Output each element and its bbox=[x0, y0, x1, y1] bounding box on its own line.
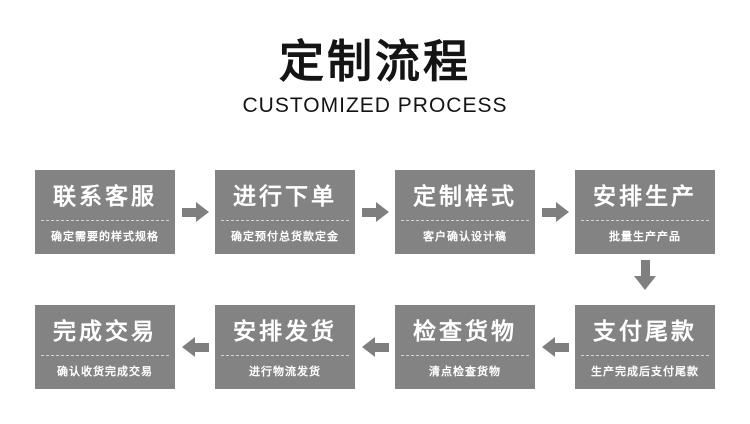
page-title: 定制流程 bbox=[278, 36, 471, 87]
connector-gap bbox=[355, 202, 395, 222]
arrow-right-icon bbox=[541, 202, 569, 222]
step-desc: 确认收货完成交易 bbox=[57, 365, 153, 378]
arrow-right-icon bbox=[181, 202, 209, 222]
step-box-complete-transaction: 完成交易 确认收货完成交易 bbox=[35, 305, 175, 389]
step-desc: 清点检查货物 bbox=[429, 365, 501, 378]
step-desc: 批量生产产品 bbox=[609, 230, 681, 243]
step-title: 进行下单 bbox=[233, 183, 337, 209]
connector-gap bbox=[535, 202, 575, 222]
step-title: 安排发货 bbox=[233, 318, 337, 344]
step-desc: 进行物流发货 bbox=[249, 365, 321, 378]
step-desc: 确定需要的样式规格 bbox=[51, 230, 159, 243]
step-box-arrange-production: 安排生产 批量生产产品 bbox=[575, 170, 715, 254]
dashed-divider bbox=[221, 354, 349, 356]
flow-row-bottom: 完成交易 确认收货完成交易 安排发货 进行物流发货 检查货物 清点检查货物 支付… bbox=[35, 305, 715, 389]
arrow-left-icon bbox=[361, 337, 389, 357]
connector-gap bbox=[355, 337, 395, 357]
step-title: 检查货物 bbox=[413, 318, 517, 344]
dashed-divider bbox=[401, 219, 529, 221]
step-box-arrange-shipment: 安排发货 进行物流发货 bbox=[215, 305, 355, 389]
step-box-contact-service: 联系客服 确定需要的样式规格 bbox=[35, 170, 175, 254]
dashed-divider bbox=[581, 354, 709, 356]
step-desc: 生产完成后支付尾款 bbox=[591, 365, 699, 378]
step-title: 定制样式 bbox=[413, 183, 517, 209]
diagram-header: 定制流程 CUSTOMIZED PROCESS bbox=[0, 36, 750, 118]
connector-gap bbox=[175, 337, 215, 357]
step-title: 完成交易 bbox=[53, 318, 157, 344]
step-box-inspect-goods: 检查货物 清点检查货物 bbox=[395, 305, 535, 389]
dashed-divider bbox=[581, 219, 709, 221]
step-desc: 确定预付总货款定金 bbox=[231, 230, 339, 243]
dashed-divider bbox=[41, 354, 169, 356]
flow-row-top: 联系客服 确定需要的样式规格 进行下单 确定预付总货款定金 定制样式 客户确认设… bbox=[35, 170, 715, 254]
step-box-custom-style: 定制样式 客户确认设计稿 bbox=[395, 170, 535, 254]
arrow-left-icon bbox=[541, 337, 569, 357]
dashed-divider bbox=[41, 219, 169, 221]
dashed-divider bbox=[221, 219, 349, 221]
step-box-pay-balance: 支付尾款 生产完成后支付尾款 bbox=[575, 305, 715, 389]
arrow-left-icon bbox=[181, 337, 209, 357]
arrow-down-icon bbox=[632, 260, 658, 298]
page-subtitle: CUSTOMIZED PROCESS bbox=[242, 93, 508, 117]
step-title: 支付尾款 bbox=[593, 318, 697, 344]
dashed-divider bbox=[401, 354, 529, 356]
arrow-right-icon bbox=[361, 202, 389, 222]
step-desc: 客户确认设计稿 bbox=[423, 230, 507, 243]
step-title: 联系客服 bbox=[53, 183, 157, 209]
connector-gap bbox=[175, 202, 215, 222]
connector-gap bbox=[535, 337, 575, 357]
step-title: 安排生产 bbox=[593, 183, 697, 209]
step-box-place-order: 进行下单 确定预付总货款定金 bbox=[215, 170, 355, 254]
